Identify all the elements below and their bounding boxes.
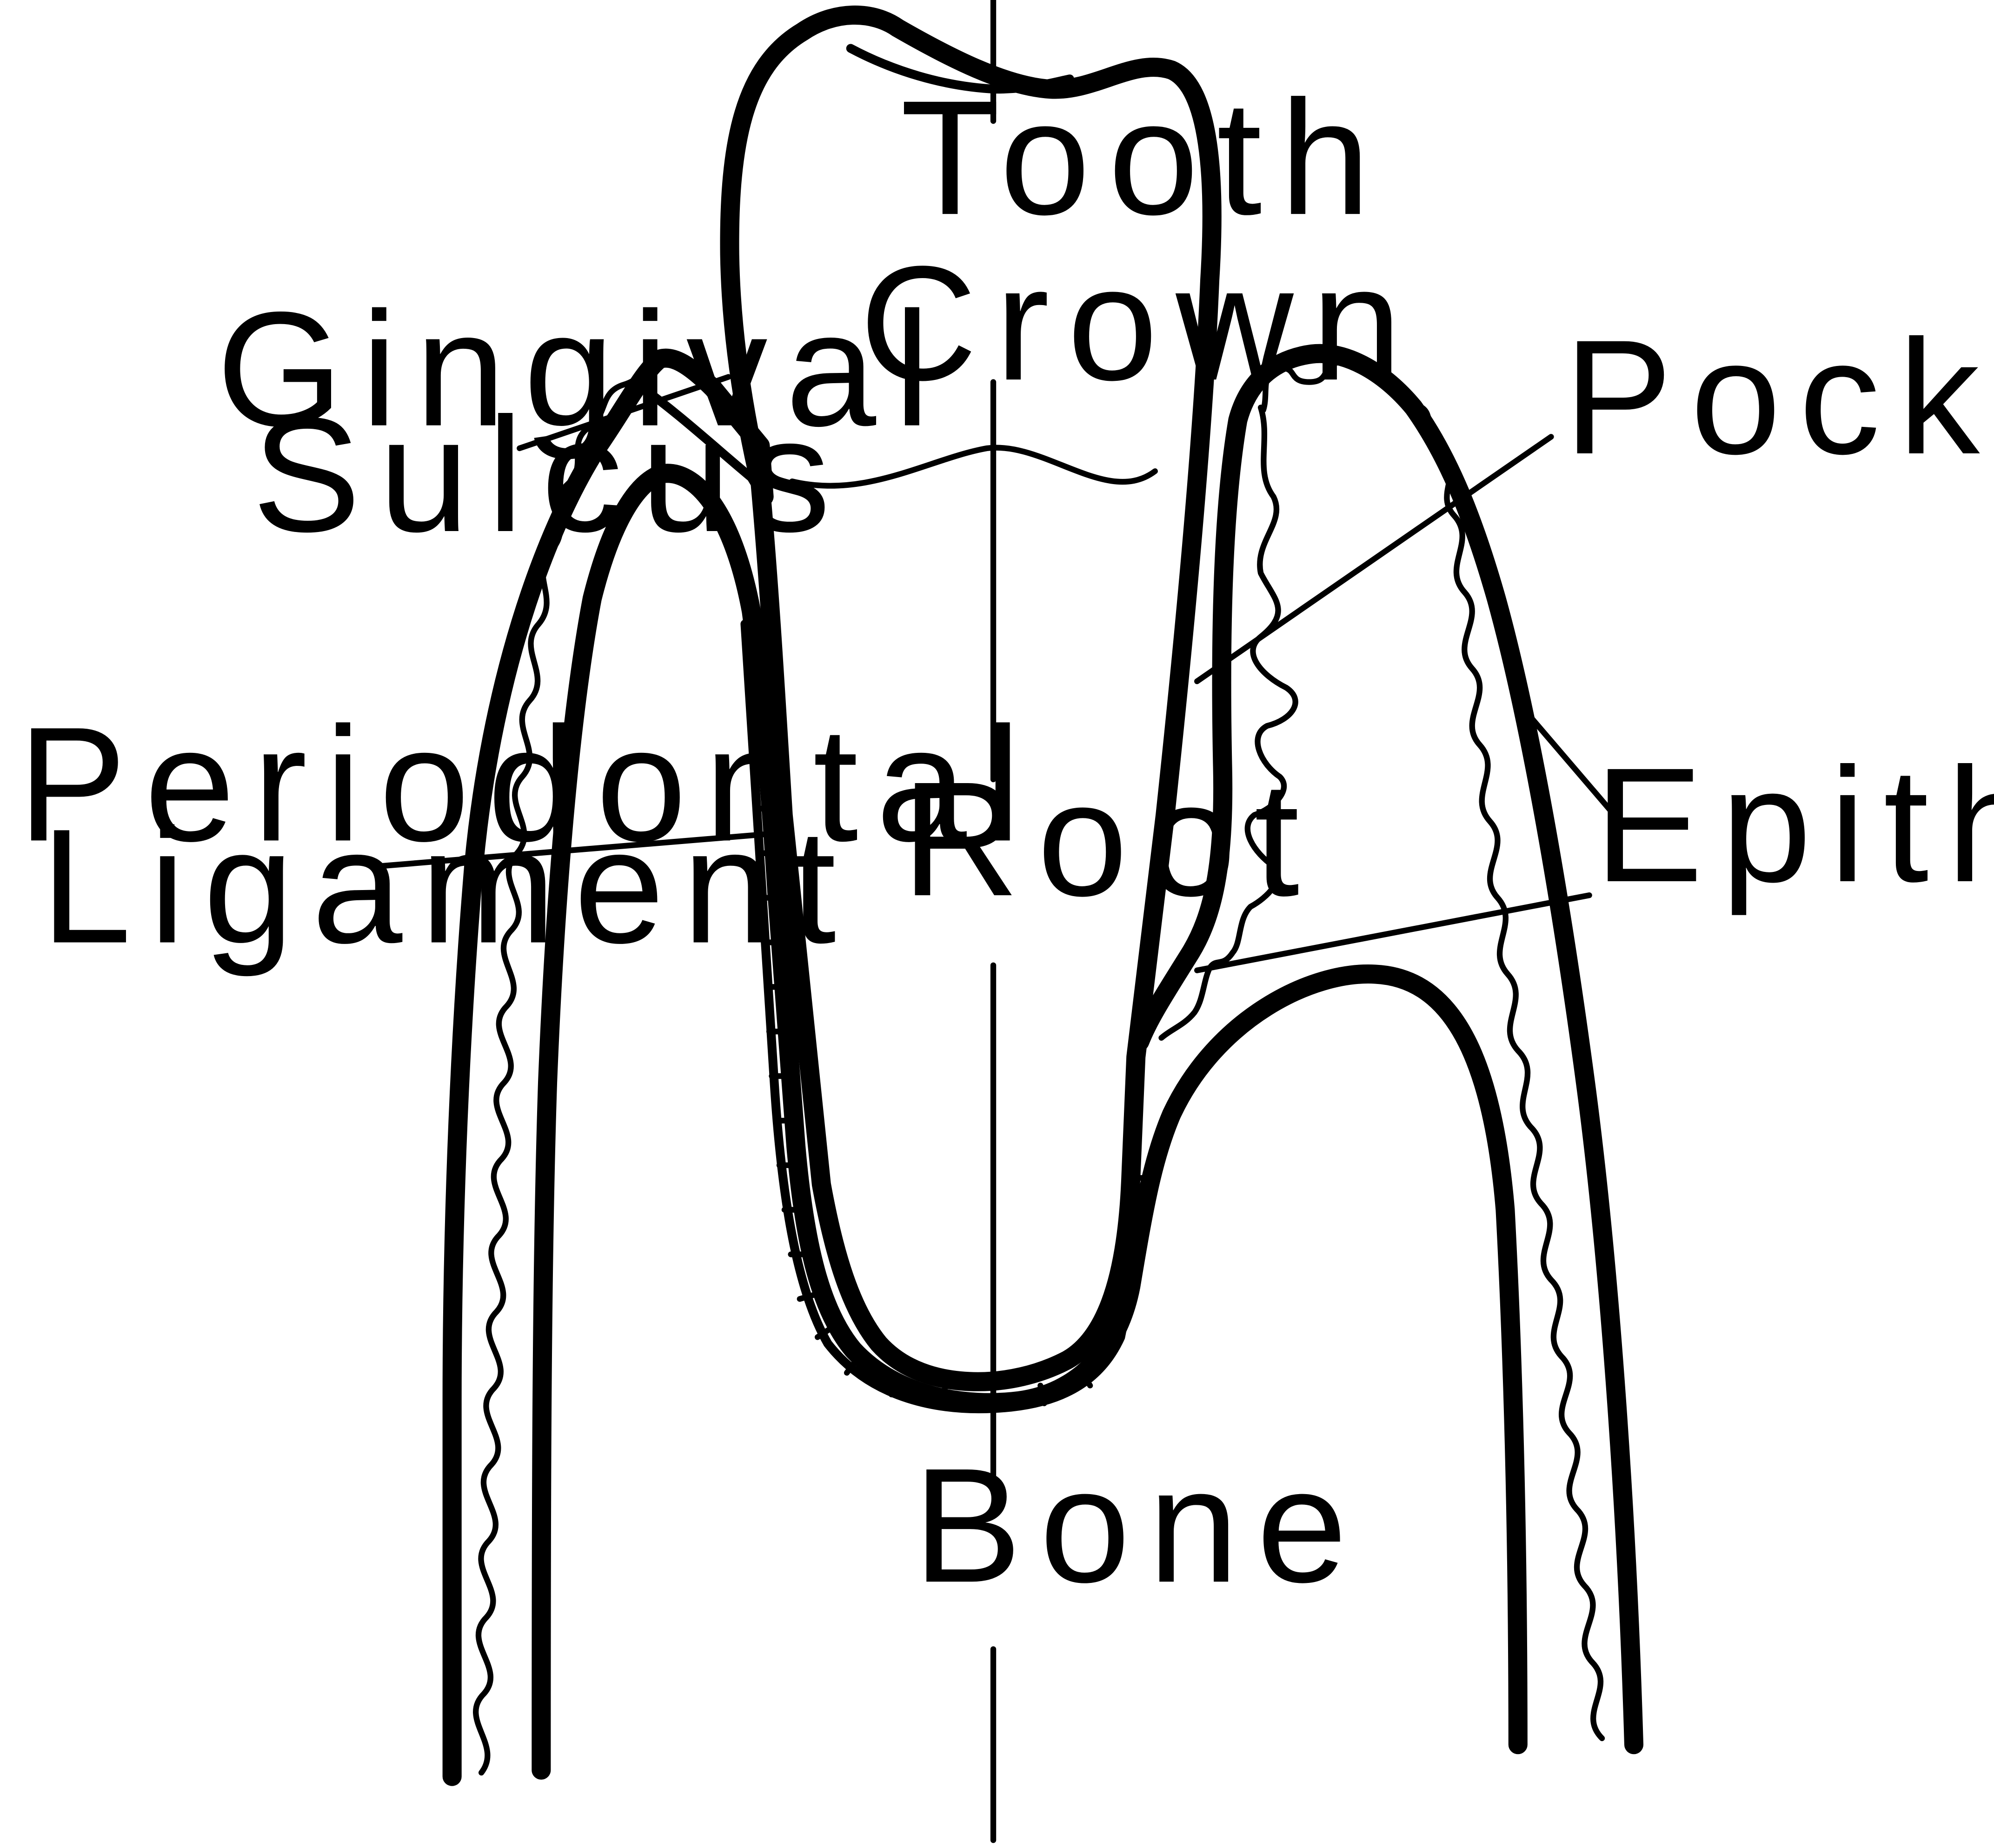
periodontal-ligament-label-line2: Ligament: [41, 795, 854, 978]
bone-label: Bone: [913, 1435, 1365, 1616]
pocket-label: Pocket: [1564, 306, 1994, 488]
pocket-leader: [1197, 437, 1551, 681]
tooth-label: Tooth: [900, 67, 1388, 249]
epithelium-label: Epithelium: [1595, 734, 1994, 917]
gingival-sulcus-label-line2: Sulcus: [252, 384, 848, 566]
left-epithelium-wavy: [476, 364, 662, 1773]
